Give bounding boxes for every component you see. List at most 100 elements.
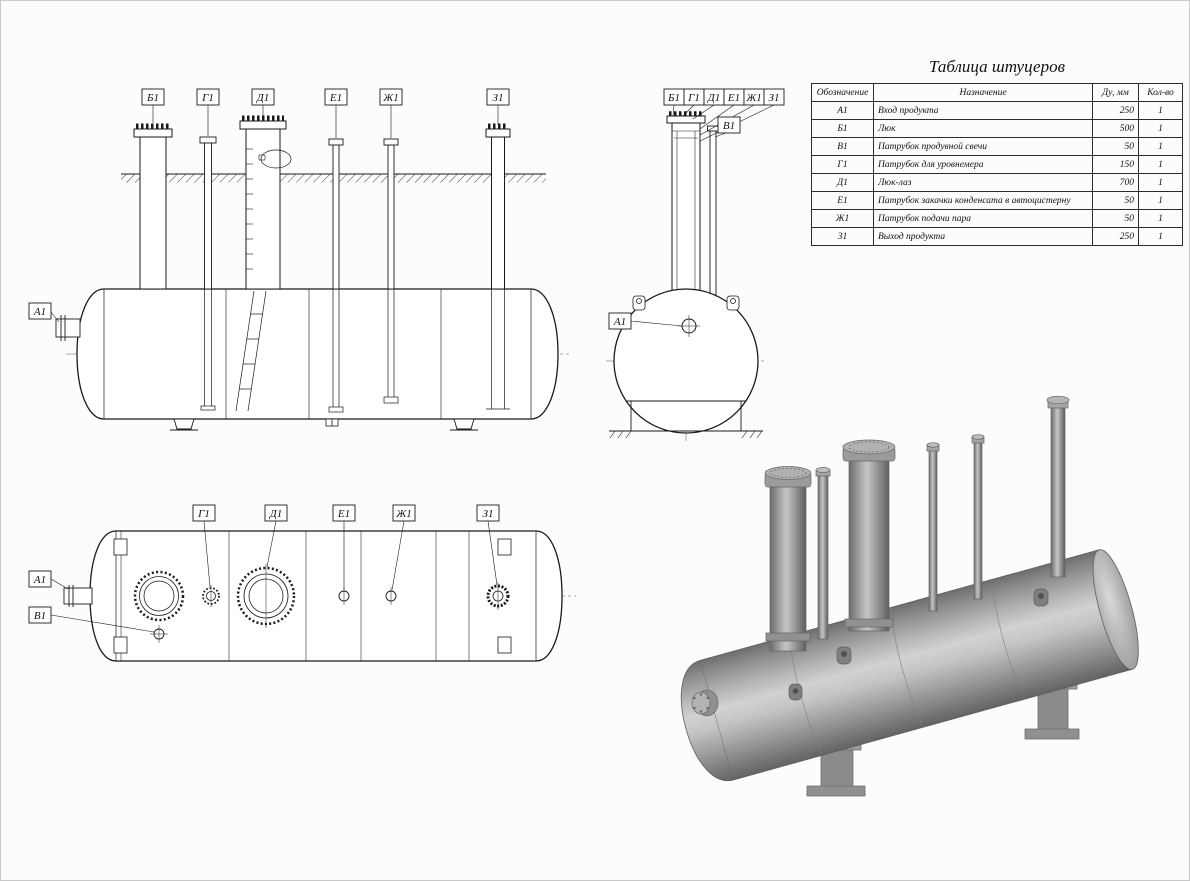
render-lug xyxy=(1033,588,1049,607)
svg-text:Б1: Б1 xyxy=(667,92,680,104)
plan-flange-b1 xyxy=(133,570,185,622)
svg-text:З1: З1 xyxy=(769,92,780,104)
side-view: Б1 Г1 Д1 Е1 xyxy=(28,88,569,431)
cell-dn: 250 xyxy=(1092,227,1139,246)
plan-label-z1: З1 xyxy=(476,504,500,586)
svg-text:А1: А1 xyxy=(33,306,46,318)
plan-flange-g1 xyxy=(202,585,220,607)
end-label-zh1: Ж1 xyxy=(699,88,765,136)
plan-flange-v1 xyxy=(150,625,168,643)
plan-view: Г1 Д1 Е1 Ж1 xyxy=(28,504,576,662)
table-header-row: Обозначение Назначение Ду, мм Кол-во xyxy=(811,83,1183,102)
render-lug xyxy=(836,646,852,665)
svg-text:Г1: Г1 xyxy=(687,92,700,104)
end-label-v1: В1 xyxy=(714,116,741,138)
cell-purpose: Выход продукта xyxy=(873,227,1093,246)
side-label-a1: А1 xyxy=(28,302,60,323)
col-purpose: Назначение xyxy=(873,83,1093,102)
plan-nozzle-a1 xyxy=(63,585,93,607)
end-saddle xyxy=(609,400,763,439)
nozzle-a1 xyxy=(55,315,81,341)
svg-text:В1: В1 xyxy=(723,120,735,132)
svg-text:В1: В1 xyxy=(34,610,46,622)
table-row: З1 Выход продукта 250 1 xyxy=(811,227,1183,246)
plan-label-zh1: Ж1 xyxy=(391,504,416,591)
nozzle-e1 xyxy=(328,138,344,290)
side-label-b1: Б1 xyxy=(141,88,165,123)
tank-end-circle xyxy=(613,288,759,434)
svg-text:Е1: Е1 xyxy=(727,92,740,104)
cell-purpose: Патрубок подачи пара xyxy=(873,209,1093,228)
drain-fitting xyxy=(325,418,339,427)
table-row: Д1 Люк-лаз 700 1 xyxy=(811,173,1183,192)
plan-flange-d1 xyxy=(236,564,296,628)
side-label-g1: Г1 xyxy=(196,88,220,136)
cell-qty: 1 xyxy=(1138,137,1183,156)
cell-designation: Г1 xyxy=(811,155,874,174)
plan-label-v1: В1 xyxy=(28,606,155,633)
svg-text:А1: А1 xyxy=(33,574,46,586)
end-vent-pipe-v1 xyxy=(707,125,719,296)
col-dn: Ду, мм xyxy=(1092,83,1139,102)
svg-text:Ж1: Ж1 xyxy=(382,92,399,104)
internal-ladder xyxy=(235,290,267,412)
cell-designation: Д1 xyxy=(811,173,874,192)
svg-text:З1: З1 xyxy=(493,92,504,104)
svg-text:Г1: Г1 xyxy=(197,508,210,520)
end-label-g1: Г1 xyxy=(682,88,705,117)
cell-purpose: Патрубок закачки конденсата в автоцистер… xyxy=(873,191,1093,210)
cell-purpose: Вход продукта xyxy=(873,101,1093,120)
saddle-supports xyxy=(170,418,478,431)
table-row: В1 Патрубок продувной свечи 50 1 xyxy=(811,137,1183,156)
table-row: Г1 Патрубок для уровнемера 150 1 xyxy=(811,155,1183,174)
siphon-tube-e1 xyxy=(328,289,344,413)
nozzle-zh1 xyxy=(383,138,399,290)
render-nozzle-d1 xyxy=(842,439,896,632)
svg-text:А1: А1 xyxy=(613,316,626,328)
cell-qty: 1 xyxy=(1138,227,1183,246)
plan-flange-zh1 xyxy=(385,587,397,605)
plan-label-e1: Е1 xyxy=(332,504,356,590)
col-designation: Обозначение xyxy=(811,83,874,102)
side-label-e1: Е1 xyxy=(324,88,348,138)
svg-text:Б1: Б1 xyxy=(146,92,159,104)
cell-dn: 50 xyxy=(1092,191,1139,210)
svg-text:Д1: Д1 xyxy=(707,92,721,104)
nozzle-table-block: Таблица штуцеров Обозначение Назначение … xyxy=(811,57,1183,246)
render-nozzle-b1 xyxy=(764,466,812,652)
table-row: А1 Вход продукта 250 1 xyxy=(811,101,1183,120)
col-qty: Кол-во xyxy=(1138,83,1183,102)
nozzle-g1 xyxy=(199,136,217,290)
outlet-dip-tube-z1 xyxy=(486,289,510,410)
cell-qty: 1 xyxy=(1138,173,1183,192)
svg-text:Е1: Е1 xyxy=(329,92,342,104)
cell-designation: Е1 xyxy=(811,191,874,210)
cell-qty: 1 xyxy=(1138,155,1183,174)
cell-purpose: Люк-лаз xyxy=(873,173,1093,192)
svg-text:Е1: Е1 xyxy=(337,508,350,520)
end-label-a1: А1 xyxy=(608,312,683,330)
steam-tube-zh1 xyxy=(383,289,399,404)
render-flange-a1 xyxy=(691,689,719,717)
cell-designation: В1 xyxy=(811,137,874,156)
render-pipe-z1 xyxy=(1046,395,1070,578)
end-label-e1: Е1 xyxy=(699,88,745,130)
cell-designation: З1 xyxy=(811,227,874,246)
cell-designation: Б1 xyxy=(811,119,874,138)
side-label-z1: З1 xyxy=(486,88,510,125)
render-body xyxy=(680,549,1139,782)
cell-dn: 250 xyxy=(1092,101,1139,120)
plan-label-a1: А1 xyxy=(28,570,69,590)
cell-qty: 1 xyxy=(1138,101,1183,120)
svg-text:Д1: Д1 xyxy=(269,508,283,520)
render-pipe-zh1 xyxy=(971,434,985,600)
plan-label-g1: Г1 xyxy=(192,504,216,588)
cell-dn: 700 xyxy=(1092,173,1139,192)
nozzle-d1 xyxy=(239,115,292,290)
cell-qty: 1 xyxy=(1138,119,1183,138)
cell-dn: 500 xyxy=(1092,119,1139,138)
level-gauge-tube xyxy=(200,289,216,411)
cell-designation: А1 xyxy=(811,101,874,120)
plan-tank-outline xyxy=(89,530,563,662)
